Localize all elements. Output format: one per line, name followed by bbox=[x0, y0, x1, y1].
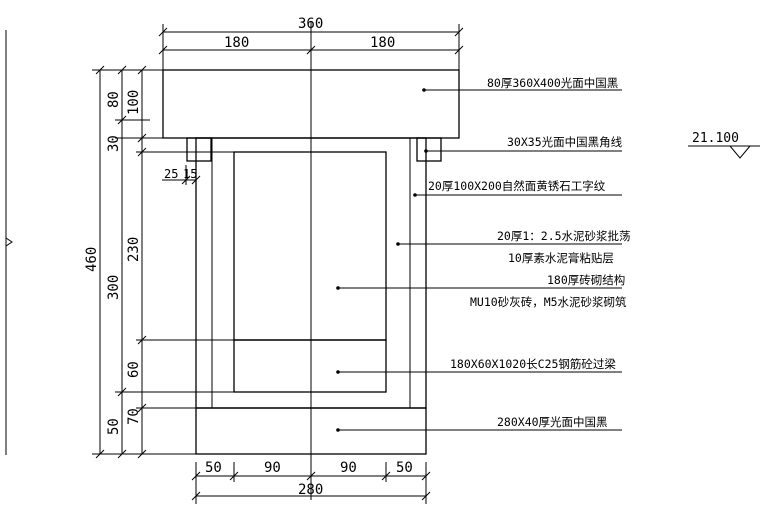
dim-left-100: 100 bbox=[126, 90, 142, 115]
dim-left-60: 60 bbox=[126, 361, 142, 378]
elevation-value: 21.100 bbox=[692, 131, 739, 146]
dim-left-300: 300 bbox=[106, 275, 122, 300]
label-cap: 80厚360X400光面中国黑 bbox=[487, 76, 618, 90]
top-dimensions: 360 180 180 bbox=[158, 16, 464, 70]
label-facing: 20厚100X200自然面黄锈石工字纹 bbox=[428, 179, 606, 193]
dim-top-total: 360 bbox=[298, 16, 323, 32]
label-corner: 30X35光面中国黑角线 bbox=[507, 135, 623, 149]
dim-left-50: 50 bbox=[106, 418, 122, 435]
left-edge-fragment bbox=[5, 30, 13, 455]
dim-bottom-1: 50 bbox=[205, 460, 222, 476]
label-beam: 180X60X1020长C25钢筋砼过梁 bbox=[450, 357, 616, 371]
dim-bottom-total: 280 bbox=[298, 482, 323, 498]
bottom-dimensions: 50 90 90 50 280 bbox=[191, 460, 431, 504]
dim-left-230: 230 bbox=[126, 237, 142, 262]
label-base: 280X40厚光面中国黑 bbox=[497, 415, 608, 429]
concrete-lintel bbox=[233, 339, 387, 393]
corner-trim-left bbox=[186, 137, 212, 162]
annotations: 80厚360X400光面中国黑 30X35光面中国黑角线 20厚100X200自… bbox=[336, 76, 631, 432]
dim-small-15: 15 bbox=[183, 167, 197, 181]
brick-core bbox=[233, 151, 387, 341]
dim-left-30: 30 bbox=[106, 135, 122, 152]
label-brick-2: MU10砂灰砖，M5水泥砂浆砌筑 bbox=[470, 295, 627, 309]
left-dimensions: 460 80 300 50 100 30 230 60 70 25 15 bbox=[84, 65, 234, 459]
label-brick: 180厚砖砌结构 bbox=[547, 273, 625, 287]
dim-left-overall: 460 bbox=[84, 247, 100, 272]
dim-bottom-4: 50 bbox=[396, 460, 413, 476]
dim-bottom-2: 90 bbox=[264, 460, 281, 476]
dim-left-80: 80 bbox=[106, 91, 122, 108]
label-paste: 10厚素水泥膏粘贴层 bbox=[508, 251, 614, 265]
dim-small-25: 25 bbox=[164, 167, 178, 181]
dim-top-left: 180 bbox=[224, 35, 249, 51]
corner-trim-right bbox=[416, 137, 442, 162]
dim-bottom-3: 90 bbox=[340, 460, 357, 476]
dim-top-right: 180 bbox=[370, 35, 395, 51]
label-mortar: 20厚1：2.5水泥砂浆批荡 bbox=[497, 229, 631, 243]
dim-left-70: 70 bbox=[126, 408, 142, 425]
elevation-mark: 21.100 bbox=[688, 131, 760, 159]
